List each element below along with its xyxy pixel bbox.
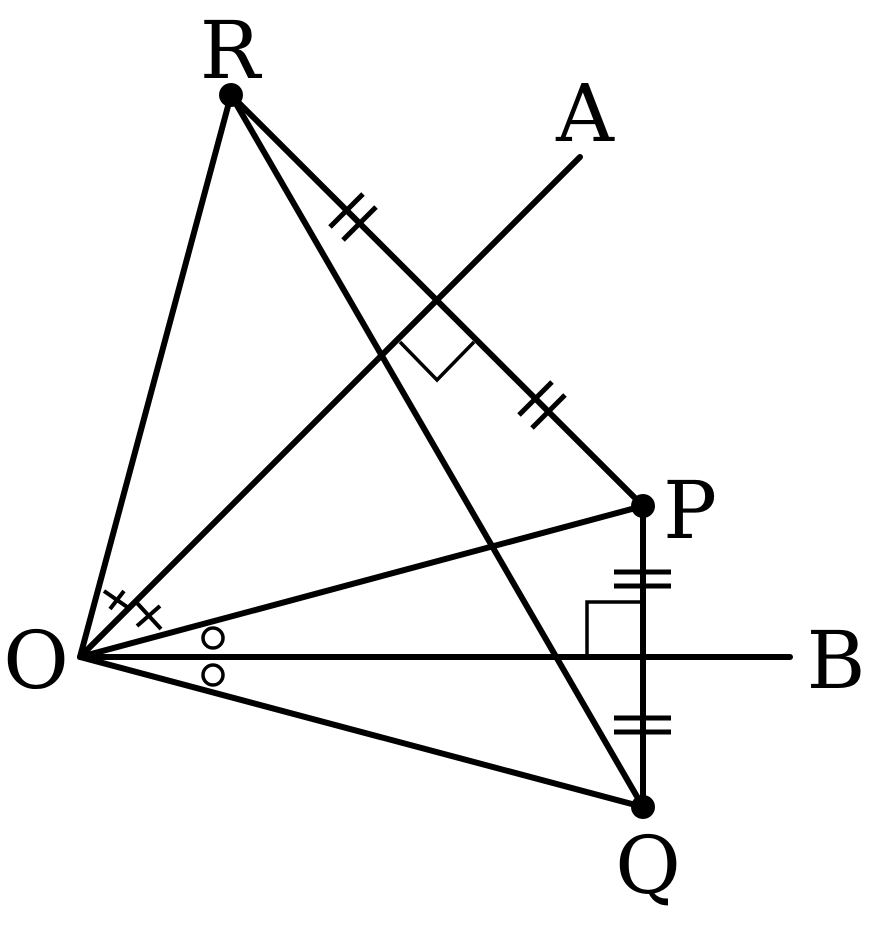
right-angle-marker-PQ-OB xyxy=(585,600,643,657)
right-angle-marker-RP-OA xyxy=(398,340,476,383)
segment-OP xyxy=(77,503,646,660)
label-O: O xyxy=(3,614,69,707)
segment-OR xyxy=(77,92,234,660)
double-tick-on-PQ-lower xyxy=(614,715,671,735)
point-P xyxy=(631,494,655,518)
double-tick-on-RP-lower xyxy=(517,380,567,430)
label-R: R xyxy=(200,4,263,97)
label-P: P xyxy=(663,464,717,557)
point-R xyxy=(219,83,243,107)
label-Q: Q xyxy=(615,819,681,912)
label-B: B xyxy=(807,614,866,707)
double-tick-on-RP-upper xyxy=(328,192,378,242)
point-Q xyxy=(631,795,655,819)
angle-circle-mark-POB xyxy=(201,626,225,650)
segment-OQ xyxy=(77,654,646,810)
angle-circle-mark-BOQ xyxy=(201,663,225,687)
angle-cross-mark-AOP xyxy=(135,601,163,631)
angle-cross-mark-ROA xyxy=(102,589,132,611)
double-tick-on-PQ-upper xyxy=(614,569,671,589)
label-A: A xyxy=(555,67,615,160)
segment-RQ xyxy=(228,92,646,810)
ray-OA xyxy=(77,154,583,660)
